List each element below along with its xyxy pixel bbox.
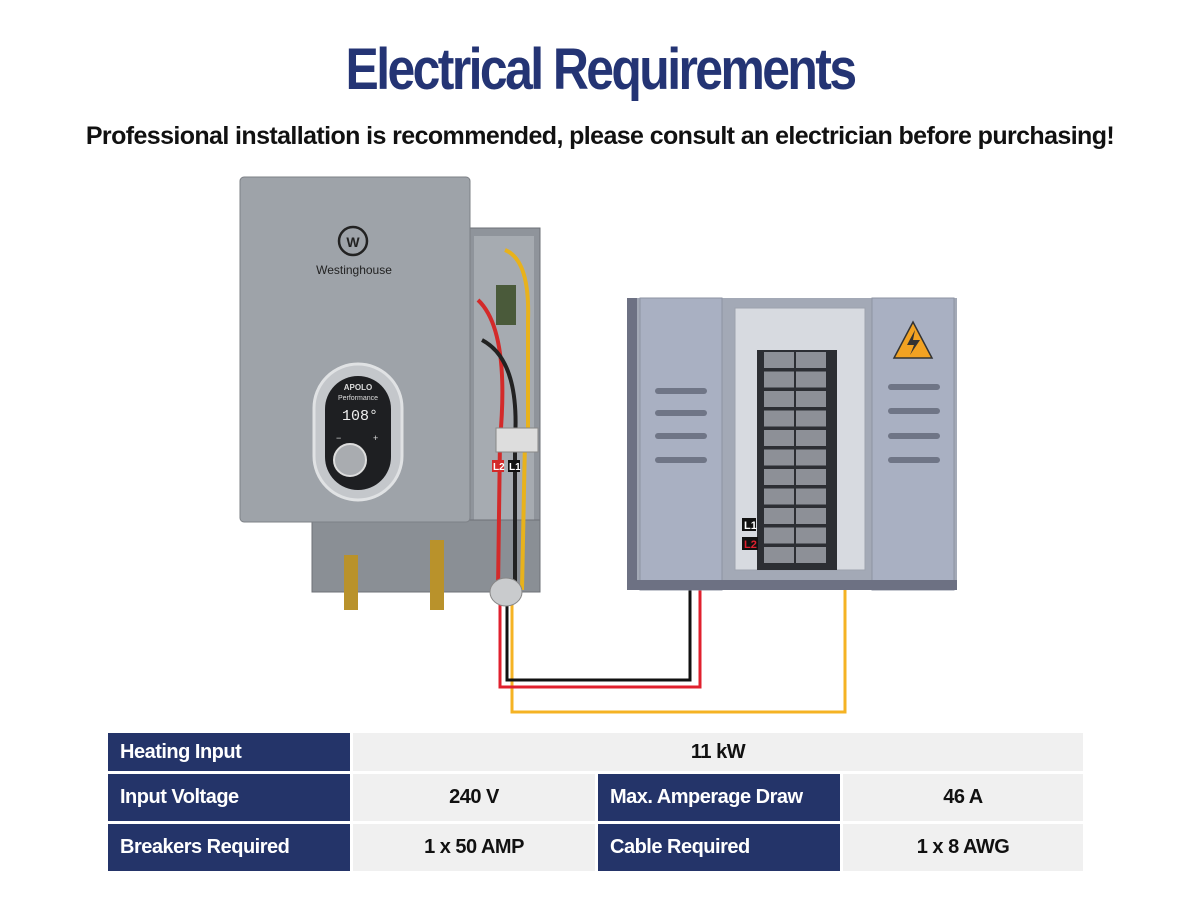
terminal-l1-label: L1 — [509, 462, 521, 473]
brand-name: Westinghouse — [316, 263, 392, 277]
max-amperage-value: 46 A — [843, 774, 1083, 821]
breaker-switch-left — [764, 488, 794, 505]
page-title: Electrical Requirements — [345, 37, 858, 102]
breaker-panel: L1 L2 — [627, 297, 957, 591]
cable-required-label: Cable Required — [598, 824, 840, 871]
breaker-switch-left — [764, 391, 794, 407]
table-row: Input Voltage 240 V Max. Amperage Draw 4… — [108, 774, 1083, 821]
svg-text:W: W — [346, 234, 360, 250]
terminal-l2-label: L2 — [493, 462, 505, 473]
breaker-switch-right — [796, 547, 826, 563]
breaker-l1-label: L1 — [744, 520, 757, 532]
breaker-switch-left — [764, 352, 794, 368]
temperature-display: 108° — [342, 408, 378, 425]
breaker-switch-right — [796, 391, 826, 407]
input-voltage-value: 240 V — [353, 774, 595, 821]
breaker-l2-label: L2 — [744, 539, 757, 551]
breaker-switch-left — [764, 371, 794, 388]
breaker-switch-right — [796, 352, 826, 368]
breaker-switch-left — [764, 430, 794, 446]
breaker-switch-right — [796, 410, 826, 427]
breaker-switch-right — [796, 430, 826, 446]
water-heater: L2 L1 W Westinghouse APOLO Performance 1… — [239, 176, 541, 610]
breaker-switch-left — [764, 449, 794, 466]
heating-input-label: Heating Input — [108, 733, 350, 771]
breakers-required-label: Breakers Required — [108, 824, 350, 871]
westinghouse-logo — [337, 225, 369, 257]
breaker-switch-right — [796, 527, 826, 544]
ground-wire — [510, 588, 847, 714]
breakers-required-value: 1 x 50 AMP — [353, 824, 595, 871]
breaker-switch-left — [764, 410, 794, 427]
control-knob[interactable] — [333, 443, 367, 477]
breaker-switch-right — [796, 371, 826, 388]
breaker-switch-right — [796, 508, 826, 524]
max-amperage-label: Max. Amperage Draw — [598, 774, 840, 821]
cable-required-value: 1 x 8 AWG — [843, 824, 1083, 871]
breaker-switch-left — [764, 508, 794, 524]
input-voltage-label: Input Voltage — [108, 774, 350, 821]
breaker-switch-right — [796, 449, 826, 466]
breaker-switch-right — [796, 488, 826, 505]
specs-table: Heating Input 11 kW Input Voltage 240 V … — [108, 733, 1083, 874]
minus-button[interactable]: − — [336, 433, 341, 443]
breaker-switch-left — [764, 547, 794, 563]
heating-input-value: 11 kW — [353, 733, 1083, 771]
breaker-switch-right — [796, 469, 826, 485]
plus-button[interactable]: + — [373, 433, 378, 443]
model-line-1: APOLO — [344, 383, 372, 392]
table-row: Heating Input 11 kW — [108, 733, 1083, 771]
page-subtitle: Professional installation is recommended… — [85, 122, 1115, 150]
breaker-switch-left — [764, 527, 794, 544]
model-line-2: Performance — [338, 395, 378, 402]
breaker-switch-left — [764, 469, 794, 485]
table-row: Breakers Required 1 x 50 AMP Cable Requi… — [108, 824, 1083, 871]
